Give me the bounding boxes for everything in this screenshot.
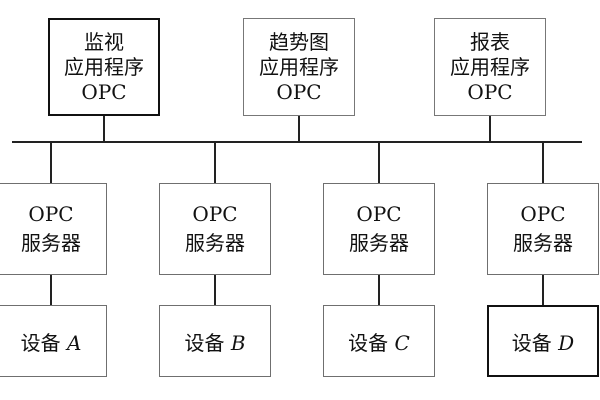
device-c-label: 设备 C bbox=[348, 327, 410, 356]
device-b-letter: B bbox=[230, 330, 246, 355]
opc-server-1-line1: OPC bbox=[28, 202, 74, 226]
monitoring-application-line2: 应用程序 bbox=[64, 54, 144, 79]
bus-to-server-1-connector bbox=[50, 143, 52, 183]
trend-chart-to-bus-connector bbox=[298, 116, 300, 141]
device-d-letter: D bbox=[558, 330, 575, 355]
device-a-box: 设备 A bbox=[0, 305, 107, 377]
device-b-label: 设备 B bbox=[184, 327, 245, 356]
server-2-to-device-b-connector bbox=[214, 275, 216, 305]
bus-to-server-3-connector bbox=[378, 143, 380, 183]
device-a-prefix: 设备 bbox=[20, 330, 61, 355]
report-application-line3: OPC bbox=[467, 79, 513, 104]
device-c-box: 设备 C bbox=[323, 305, 435, 377]
report-to-bus-connector bbox=[489, 116, 491, 141]
report-application-line2: 应用程序 bbox=[450, 54, 530, 79]
device-c-prefix: 设备 bbox=[348, 330, 389, 355]
server-3-to-device-c-connector bbox=[378, 275, 380, 305]
bus-to-server-4-connector bbox=[542, 143, 544, 183]
report-application-box: 报表 应用程序 OPC bbox=[434, 18, 546, 116]
monitoring-to-bus-connector bbox=[103, 116, 105, 141]
device-a-letter: A bbox=[66, 330, 82, 355]
server-4-to-device-d-connector bbox=[542, 275, 544, 305]
device-d-label: 设备 D bbox=[512, 327, 574, 356]
device-b-prefix: 设备 bbox=[184, 330, 225, 355]
device-d-prefix: 设备 bbox=[511, 330, 552, 355]
opc-server-box-3: OPC 服务器 bbox=[323, 183, 435, 275]
opc-server-box-4: OPC 服务器 bbox=[487, 183, 599, 275]
opc-server-1-line2: 服务器 bbox=[21, 231, 81, 255]
monitoring-application-line1: 监视 bbox=[84, 29, 124, 54]
device-d-box: 设备 D bbox=[487, 305, 599, 377]
monitoring-application-box: 监视 应用程序 OPC bbox=[48, 18, 160, 116]
server-1-to-device-a-connector bbox=[50, 275, 52, 305]
trend-chart-application-line3: OPC bbox=[276, 79, 322, 104]
trend-chart-application-line1: 趋势图 bbox=[269, 29, 329, 54]
monitoring-application-line3: OPC bbox=[81, 79, 127, 104]
opc-server-box-2: OPC 服务器 bbox=[159, 183, 271, 275]
opc-server-box-1: OPC 服务器 bbox=[0, 183, 107, 275]
opc-server-3-line1: OPC bbox=[356, 202, 402, 226]
device-a-label: 设备 A bbox=[21, 327, 82, 356]
device-b-box: 设备 B bbox=[159, 305, 271, 377]
device-c-letter: C bbox=[394, 330, 410, 355]
opc-server-2-line1: OPC bbox=[192, 202, 238, 226]
bus-to-server-2-connector bbox=[214, 143, 216, 183]
opc-server-4-line1: OPC bbox=[520, 202, 566, 226]
report-application-line1: 报表 bbox=[470, 29, 510, 54]
communication-bus-line bbox=[12, 141, 582, 143]
trend-chart-application-box: 趋势图 应用程序 OPC bbox=[243, 18, 355, 116]
opc-server-3-line2: 服务器 bbox=[349, 231, 409, 255]
trend-chart-application-line2: 应用程序 bbox=[259, 54, 339, 79]
opc-server-2-line2: 服务器 bbox=[185, 231, 245, 255]
opc-server-4-line2: 服务器 bbox=[513, 231, 573, 255]
